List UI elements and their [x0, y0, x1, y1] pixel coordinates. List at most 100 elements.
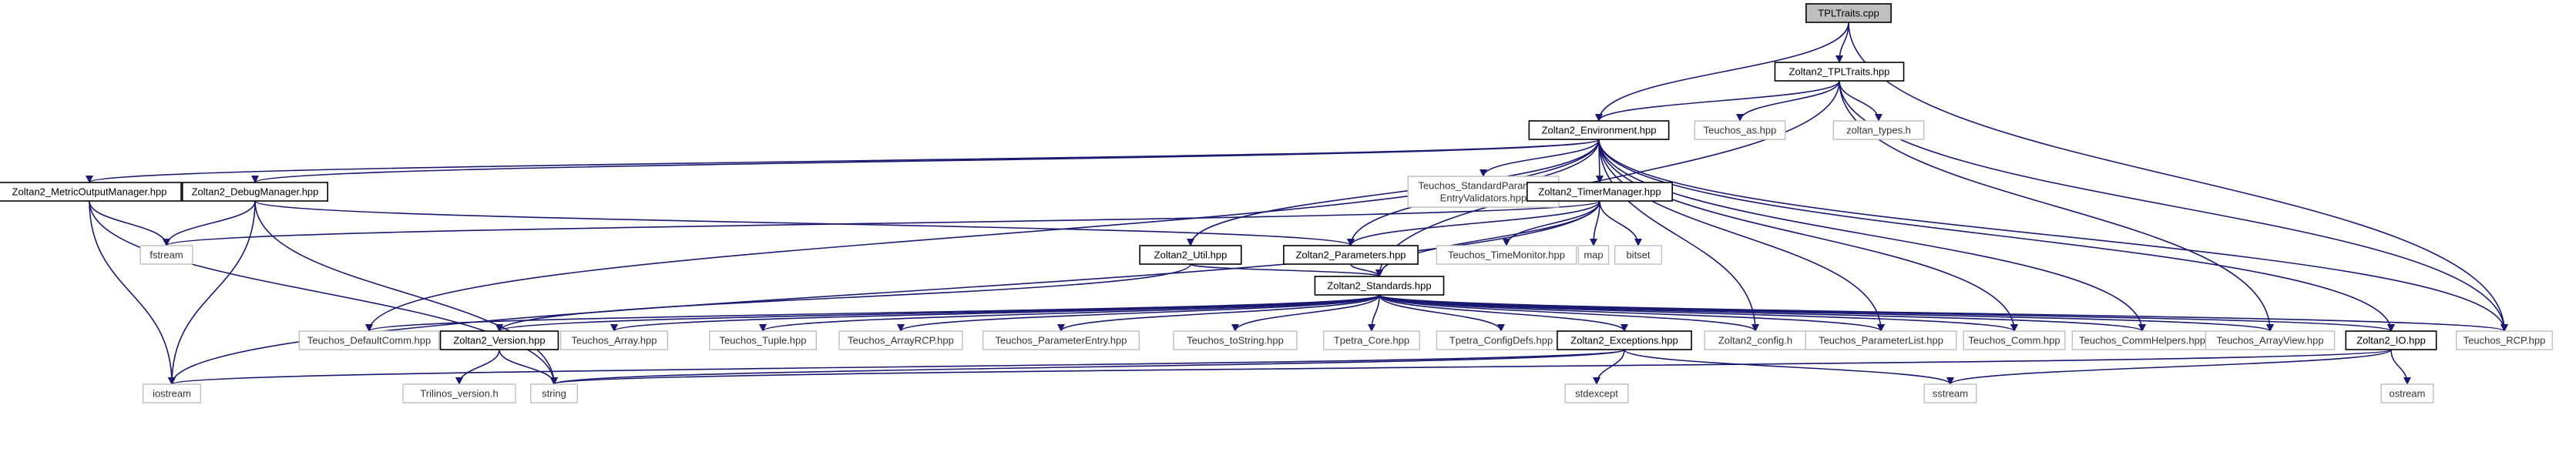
edge-z2-params-to-z2-standards	[1350, 263, 1383, 277]
node-map[interactable]: map	[1577, 245, 1610, 265]
node-box	[1564, 383, 1629, 403]
node-zoltan-types[interactable]: zoltan_types.h	[1832, 120, 1925, 140]
node-z2-params[interactable]: Zoltan2_Parameters.hpp	[1283, 245, 1419, 265]
node-z2-metric[interactable]: Zoltan2_MetricOutputManager.hpp	[0, 182, 182, 202]
node-label: Teuchos_toString.hpp	[1187, 334, 1284, 346]
node-teuchos-as[interactable]: Teuchos_as.hpp	[1694, 120, 1786, 140]
node-label: Zoltan2_Standards.hpp	[1327, 280, 1431, 291]
node-box	[1173, 330, 1298, 350]
node-bitset[interactable]: bitset	[1614, 245, 1662, 265]
edge-z2-timer-to-teuchos-timemon	[1503, 200, 1600, 246]
node-box	[1436, 245, 1577, 265]
node-box	[1704, 330, 1807, 350]
node-teuchos-array[interactable]: Teuchos_Array.hpp	[559, 330, 669, 350]
node-teuchos-comm[interactable]: Teuchos_Comm.hpp	[1963, 330, 2066, 350]
node-z2-exceptions[interactable]: Zoltan2_Exceptions.hpp	[1557, 330, 1692, 350]
node-z2-timer[interactable]: Zoltan2_TimerManager.hpp	[1526, 182, 1674, 202]
edge-z2-io-to-sstream	[1946, 349, 2392, 385]
edge-z2-metric-to-fstream	[89, 200, 170, 246]
node-stdexcept[interactable]: stdexcept	[1564, 383, 1629, 403]
node-ostream[interactable]: ostream	[2380, 383, 2434, 403]
node-label: Zoltan2_MetricOutputManager.hpp	[12, 186, 167, 197]
node-z2-tpltraits[interactable]: Zoltan2_TPLTraits.hpp	[1774, 62, 1905, 82]
edge-z2-standards-to-teuchos-paramentry	[1057, 294, 1380, 332]
node-z2-debug[interactable]: Zoltan2_DebugManager.hpp	[182, 182, 328, 202]
node-box	[1283, 245, 1419, 265]
edge-z2-debug-to-z2-params	[254, 200, 1355, 246]
edge-z2-standards-to-teuchos-array	[610, 294, 1380, 332]
node-teuchos-tostring[interactable]: Teuchos_toString.hpp	[1173, 330, 1298, 350]
node-label: Teuchos_ParameterEntry.hpp	[995, 334, 1127, 346]
node-string[interactable]: string	[530, 383, 579, 403]
node-label: Teuchos_ParameterList.hpp	[1819, 334, 1943, 346]
node-iostream[interactable]: iostream	[142, 383, 202, 403]
node-z2-config[interactable]: Zoltan2_config.h	[1704, 330, 1807, 350]
edge-z2-exceptions-to-stdexcept	[1593, 349, 1625, 385]
node-box	[1139, 245, 1242, 265]
node-tpltraits-cpp[interactable]: TPLTraits.cpp	[1805, 3, 1892, 23]
node-box	[559, 330, 669, 350]
node-box	[182, 182, 328, 202]
node-box	[1774, 62, 1905, 82]
node-fstream[interactable]: fstream	[139, 245, 193, 265]
node-z2-version[interactable]: Zoltan2_Version.hpp	[439, 330, 559, 350]
node-trilinos-version[interactable]: Trilinos_version.h	[402, 383, 516, 403]
node-z2-env[interactable]: Zoltan2_Environment.hpp	[1528, 120, 1670, 140]
node-box	[982, 330, 1140, 350]
edge-z2-timer-to-fstream	[163, 200, 1600, 246]
edge-z2-standards-to-teuchos-arrayrcp	[897, 294, 1380, 332]
edge-z2-io-to-string	[550, 349, 2392, 385]
edge-z2-env-to-z2-util	[1187, 139, 1600, 246]
node-teuchos-defcomm[interactable]: Teuchos_DefaultComm.hpp	[298, 330, 440, 350]
node-label: Zoltan2_IO.hpp	[2356, 334, 2426, 346]
node-tpetra-configdefs[interactable]: Tpetra_ConfigDefs.hpp	[1436, 330, 1567, 350]
node-label: iostream	[153, 387, 191, 399]
node-teuchos-timemon[interactable]: Teuchos_TimeMonitor.hpp	[1436, 245, 1577, 265]
node-box	[1323, 330, 1420, 350]
node-teuchos-tuple[interactable]: Teuchos_Tuple.hpp	[708, 330, 818, 350]
node-box	[402, 383, 516, 403]
node-teuchos-paramlist[interactable]: Teuchos_ParameterList.hpp	[1805, 330, 1957, 350]
node-box	[2380, 383, 2434, 403]
edge-z2-timer-to-z2-params	[1347, 200, 1600, 246]
edge-z2-standards-to-teuchos-arrayview	[1379, 294, 2274, 332]
edge-z2-metric-to-iostream	[89, 200, 176, 385]
node-label: Tpetra_ConfigDefs.hpp	[1449, 334, 1553, 346]
node-teuchos-arrayview[interactable]: Teuchos_ArrayView.hpp	[2205, 330, 2336, 350]
node-box	[838, 330, 963, 350]
node-teuchos-commhelpers[interactable]: Teuchos_CommHelpers.hpp	[2071, 330, 2213, 350]
node-tpetra-core[interactable]: Tpetra_Core.hpp	[1323, 330, 1420, 350]
node-label: TPLTraits.cpp	[1818, 7, 1879, 18]
edge-z2-env-to-teuchos-paramlist	[1598, 139, 1885, 332]
edge-z2-env-to-teuchos-commhelpers	[1598, 139, 2146, 332]
edge-z2-tpltraits-to-z2-env	[1595, 80, 1840, 122]
node-label: ostream	[2390, 387, 2426, 399]
edge-z2-standards-to-z2-version	[495, 294, 1380, 332]
node-box	[2071, 330, 2213, 350]
node-teuchos-paramentry[interactable]: Teuchos_ParameterEntry.hpp	[982, 330, 1140, 350]
node-box	[1528, 120, 1670, 140]
edge-z2-tpltraits-to-zoltan-types	[1839, 80, 1882, 122]
node-z2-io[interactable]: Zoltan2_IO.hpp	[2345, 330, 2437, 350]
node-box	[439, 330, 559, 350]
node-label: Zoltan2_Exceptions.hpp	[1570, 334, 1678, 346]
node-label: Tpetra_Core.hpp	[1334, 334, 1409, 346]
node-label: map	[1584, 249, 1603, 260]
node-label: sstream	[1933, 387, 1968, 399]
node-label: fstream	[149, 249, 183, 260]
node-box	[1805, 3, 1892, 23]
node-teuchos-spev[interactable]: Teuchos_StandardParameterEntryValidators…	[1407, 176, 1560, 208]
node-teuchos-rcp[interactable]: Teuchos_RCP.hpp	[2456, 330, 2553, 350]
node-box	[0, 182, 182, 202]
node-label: Zoltan2_Util.hpp	[1154, 249, 1228, 260]
node-label: Teuchos_RCP.hpp	[2463, 334, 2546, 346]
edge-z2-debug-to-iostream	[168, 200, 256, 385]
node-sstream[interactable]: sstream	[1923, 383, 1977, 403]
node-box	[1314, 276, 1445, 296]
node-teuchos-arrayrcp[interactable]: Teuchos_ArrayRCP.hpp	[838, 330, 963, 350]
node-z2-standards[interactable]: Zoltan2_Standards.hpp	[1314, 276, 1445, 296]
edge-tpltraits-cpp-to-z2-env	[1595, 22, 1849, 122]
node-z2-util[interactable]: Zoltan2_Util.hpp	[1139, 245, 1242, 265]
edge-z2-timer-to-bitset	[1599, 200, 1642, 246]
edge-z2-env-to-teuchos-comm	[1598, 139, 2018, 332]
